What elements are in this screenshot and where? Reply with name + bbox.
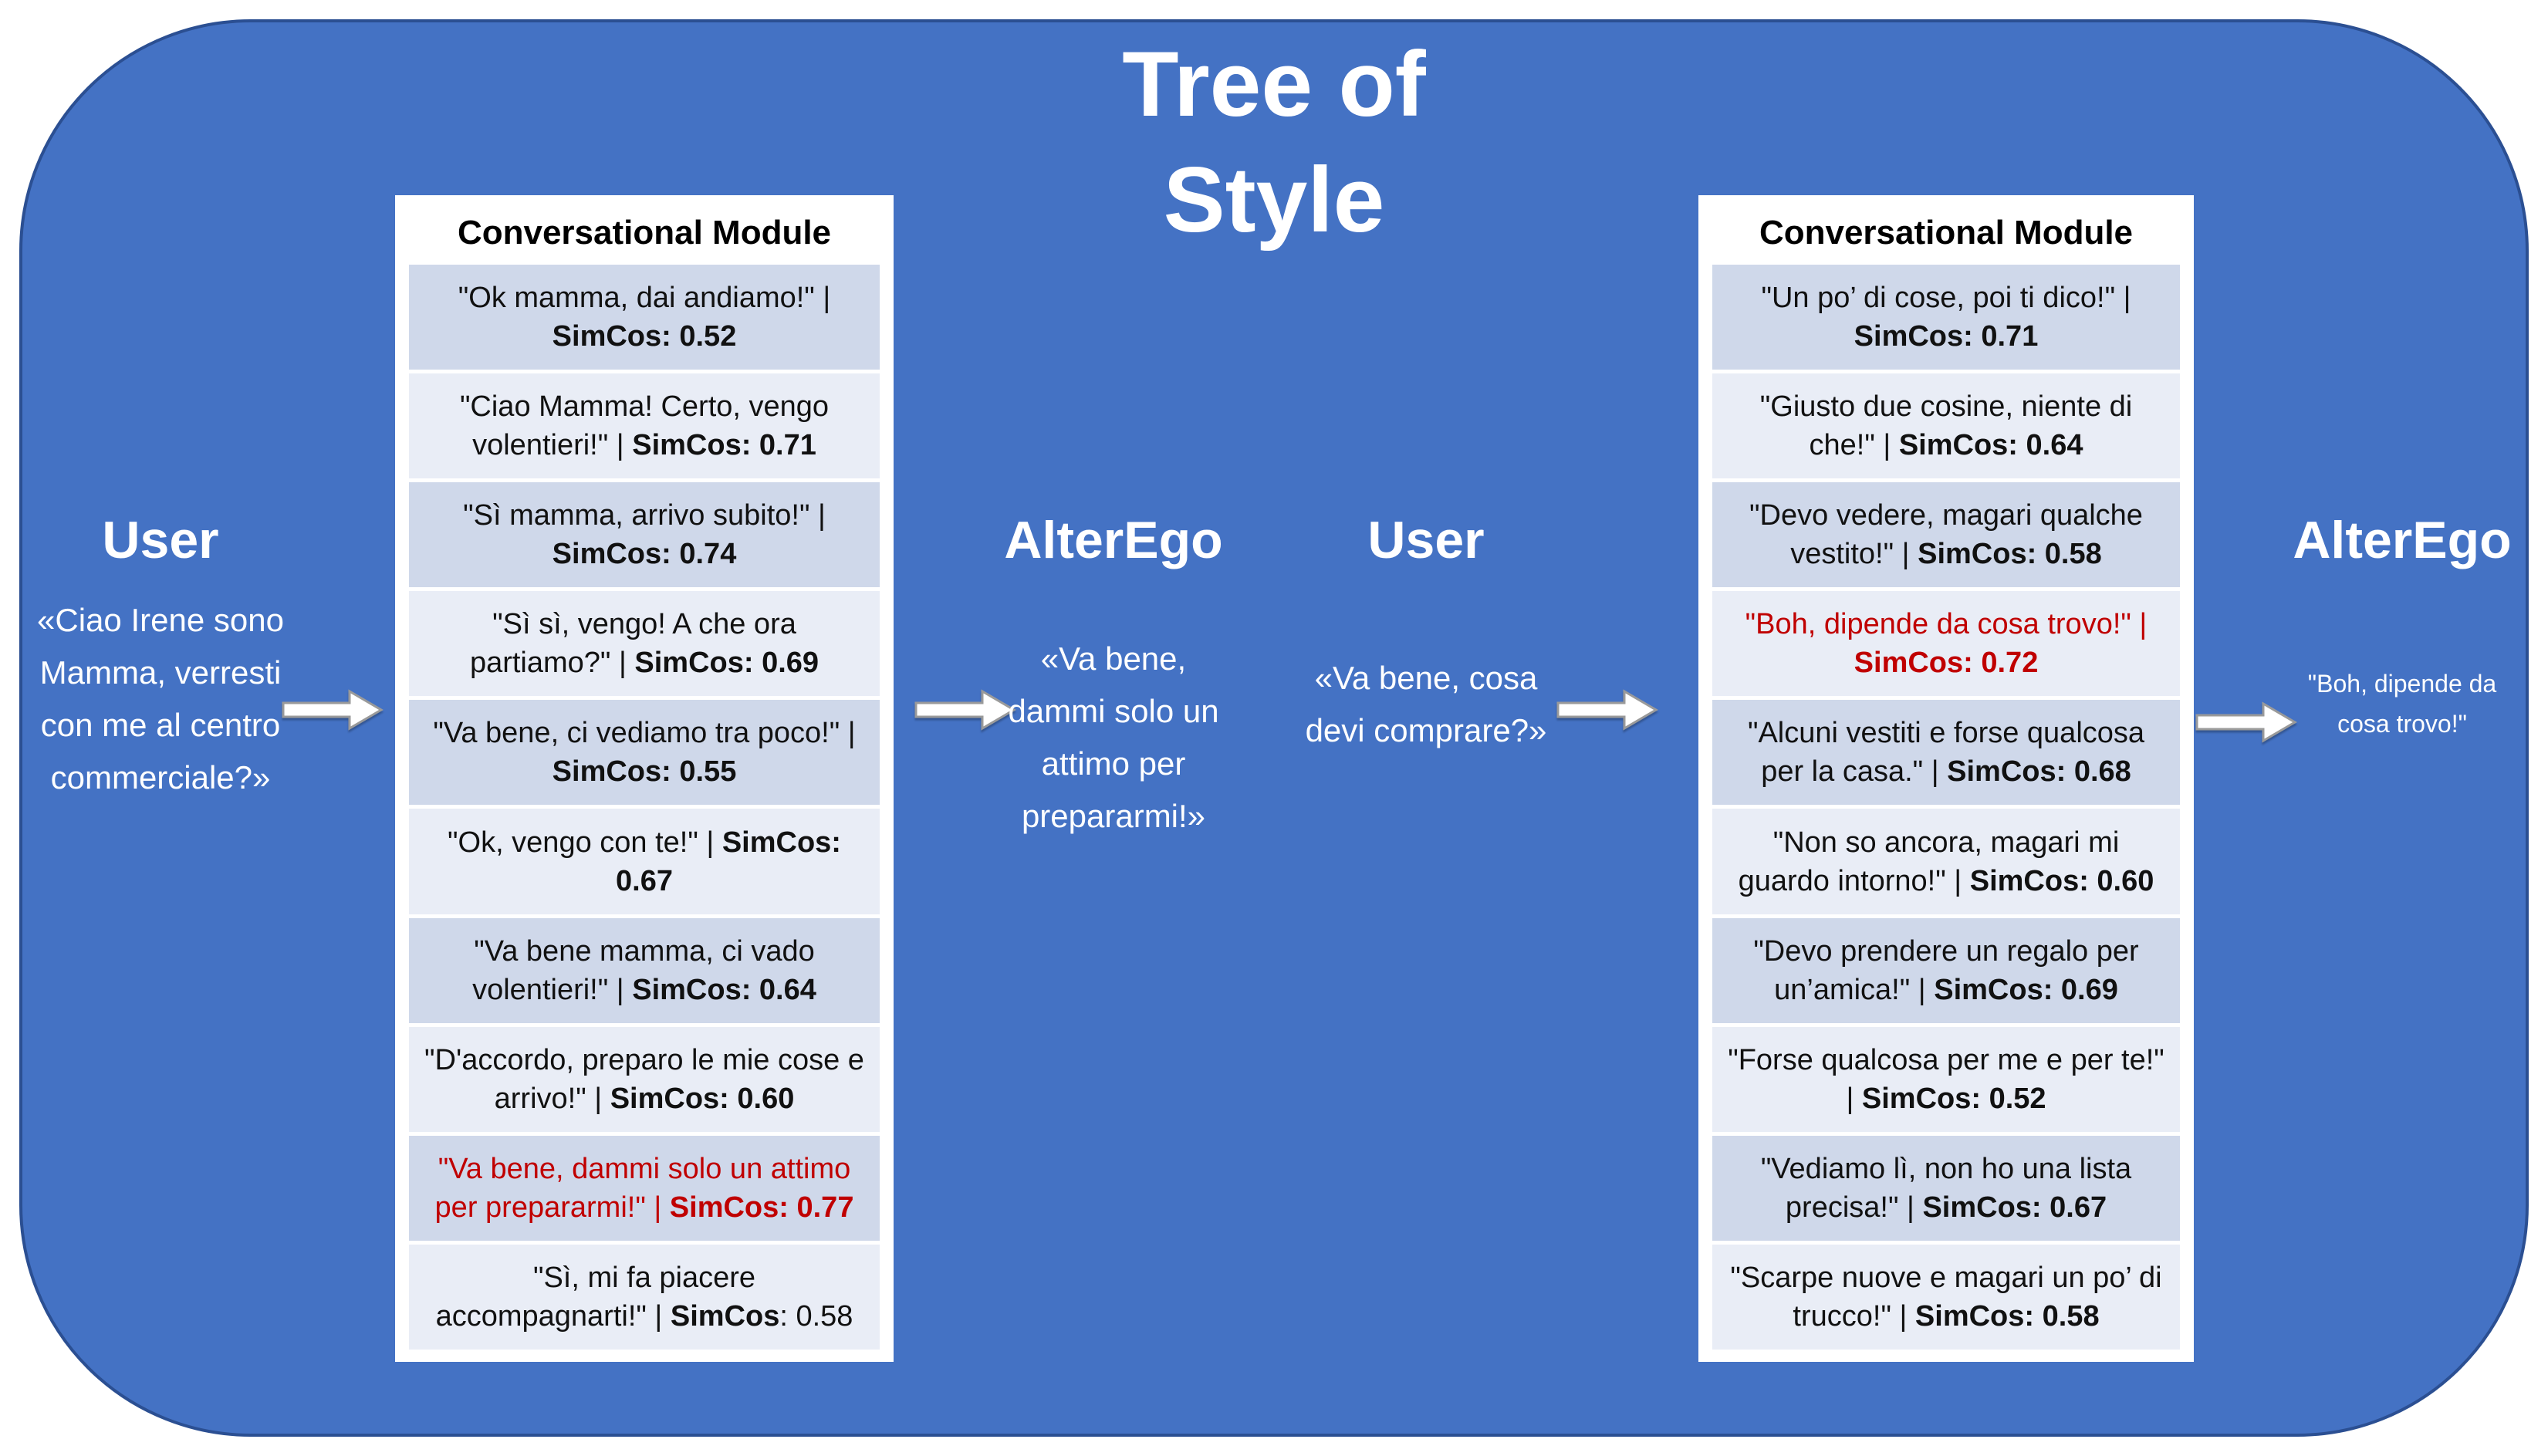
conversational-module-panel-1: Conversational Module "Ok mamma, dai and… — [395, 195, 894, 1362]
actor-user-2: User «Va bene, cosa devi comprare?» — [1303, 505, 1549, 757]
module-item: "Ok mamma, dai andiamo!" | SimCos: 0.52 — [409, 265, 880, 370]
actor-label: User — [102, 511, 219, 569]
right-arrow-icon — [2195, 701, 2297, 743]
page-title: Tree of Style — [1122, 32, 1426, 252]
module-item: "Sì mamma, arrivo subito!" | SimCos: 0.7… — [409, 482, 880, 588]
module-item: "D'accordo, preparo le mie cose e arrivo… — [409, 1026, 880, 1132]
module-item: "Vediamo lì, non ho una lista precisa!" … — [1712, 1135, 2180, 1241]
module-item: "Ok, vengo con te!" | SimCos: 0.67 — [409, 809, 880, 914]
module-item: "Forse qualcosa per me e per te!" | SimC… — [1712, 1026, 2180, 1132]
module-item: "Sì, mi fa piacere accompagnarti!" | Sim… — [409, 1244, 880, 1350]
module-item: "Un po’ di cose, poi ti dico!" | SimCos:… — [1712, 265, 2180, 370]
module-item: "Non so ancora, magari mi guardo intorno… — [1712, 809, 2180, 914]
right-arrow-icon — [1556, 689, 1658, 731]
module-item: "Scarpe nuove e magari un po’ di trucco!… — [1712, 1244, 2180, 1350]
actor-user-1: User «Ciao Irene sono Mamma, verresti co… — [22, 505, 299, 804]
panel-title: Conversational Module — [1759, 214, 2134, 252]
module-item: "Alcuni vestiti e forse qualcosa per la … — [1712, 700, 2180, 806]
module-row-list: "Ok mamma, dai andiamo!" | SimCos: 0.52"… — [409, 265, 880, 1350]
actor-quote: "Boh, dipende da cosa trovo!" — [2307, 670, 2497, 738]
actor-label: AlterEgo — [2293, 511, 2512, 569]
actor-alterego-1: AlterEgo «Va bene, dammi solo un attimo … — [990, 505, 1237, 843]
actor-label: User — [1367, 511, 1485, 569]
module-item: "Ciao Mamma! Certo, vengo volentieri!" |… — [409, 373, 880, 479]
module-item: "Devo vedere, magari qualche vestito!" |… — [1712, 482, 2180, 588]
module-item: "Devo prendere un regalo per un’amica!" … — [1712, 917, 2180, 1023]
right-arrow-icon — [914, 689, 1016, 731]
module-item: "Sì sì, vengo! A che ora partiamo?" | Si… — [409, 591, 880, 697]
actor-alterego-2: AlterEgo "Boh, dipende da cosa trovo!" — [2286, 505, 2518, 744]
module-row-list: "Un po’ di cose, poi ti dico!" | SimCos:… — [1712, 265, 2180, 1350]
module-item: "Boh, dipende da cosa trovo!" | SimCos: … — [1712, 591, 2180, 697]
actor-quote: «Ciao Irene sono Mamma, verresti con me … — [37, 602, 284, 796]
actor-label: AlterEgo — [1004, 511, 1223, 569]
right-arrow-icon — [282, 689, 384, 731]
actor-quote: «Va bene, dammi solo un attimo per prepa… — [1008, 640, 1219, 834]
module-item: "Va bene, ci vediamo tra poco!" | SimCos… — [409, 700, 880, 806]
module-item: "Va bene, dammi solo un attimo per prepa… — [409, 1135, 880, 1241]
panel-title: Conversational Module — [457, 214, 832, 252]
conversational-module-panel-2: Conversational Module "Un po’ di cose, p… — [1698, 195, 2194, 1362]
module-item: "Giusto due cosine, niente di che!" | Si… — [1712, 373, 2180, 479]
actor-quote: «Va bene, cosa devi comprare?» — [1305, 660, 1547, 748]
module-item: "Va bene mamma, ci vado volentieri!" | S… — [409, 917, 880, 1023]
